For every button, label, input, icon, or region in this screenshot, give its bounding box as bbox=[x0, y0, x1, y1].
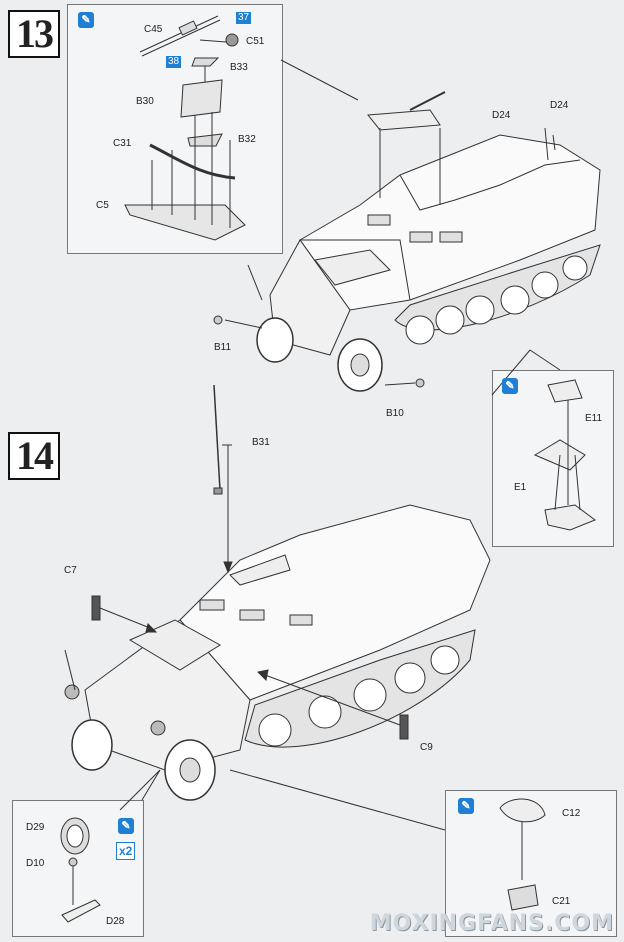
step13-halftrack bbox=[247, 91, 601, 392]
label-e11: E11 bbox=[585, 413, 603, 424]
label-c45: C45 bbox=[144, 24, 163, 35]
label-c51: C51 bbox=[246, 36, 265, 47]
label-d24-left: D24 bbox=[492, 110, 511, 121]
step-14-number: 14 bbox=[8, 432, 60, 480]
label-c9: C9 bbox=[420, 742, 433, 753]
label-b10: B10 bbox=[386, 408, 404, 419]
watermark-logo: MOXINGFANS.COM bbox=[369, 911, 614, 936]
label-d10: D10 bbox=[26, 858, 45, 869]
pencil-note-icon: ✎ bbox=[118, 818, 134, 834]
label-b30: B30 bbox=[136, 96, 154, 107]
label-d29: D29 bbox=[26, 822, 45, 833]
label-d28: D28 bbox=[106, 916, 125, 927]
step14-halftrack bbox=[64, 504, 491, 801]
label-d24-right: D24 bbox=[550, 100, 569, 111]
label-c12: C12 bbox=[562, 808, 581, 819]
pencil-note-icon: ✎ bbox=[458, 798, 474, 814]
label-b32: B32 bbox=[238, 134, 256, 145]
label-b31: B31 bbox=[252, 437, 270, 448]
label-c7: C7 bbox=[64, 565, 77, 576]
label-c21: C21 bbox=[552, 896, 571, 907]
rear-light-parts bbox=[533, 379, 597, 531]
label-e1: E1 bbox=[514, 482, 527, 493]
pencil-note-icon: ✎ bbox=[78, 12, 94, 28]
label-c31: C31 bbox=[113, 138, 132, 149]
quantity-multiplier: x2 bbox=[116, 842, 136, 860]
ref-chip-a: 37 bbox=[236, 12, 252, 24]
label-c5: C5 bbox=[96, 200, 109, 211]
pencil-note-icon: ✎ bbox=[502, 378, 518, 394]
mg-parts-group bbox=[124, 15, 246, 241]
headlight-parts bbox=[60, 817, 101, 923]
step-13-number: 13 bbox=[8, 10, 60, 58]
label-b11: B11 bbox=[214, 342, 232, 353]
ref-chip-b: 38 bbox=[166, 56, 182, 68]
horn-parts bbox=[499, 798, 546, 911]
label-b33: B33 bbox=[230, 62, 248, 73]
